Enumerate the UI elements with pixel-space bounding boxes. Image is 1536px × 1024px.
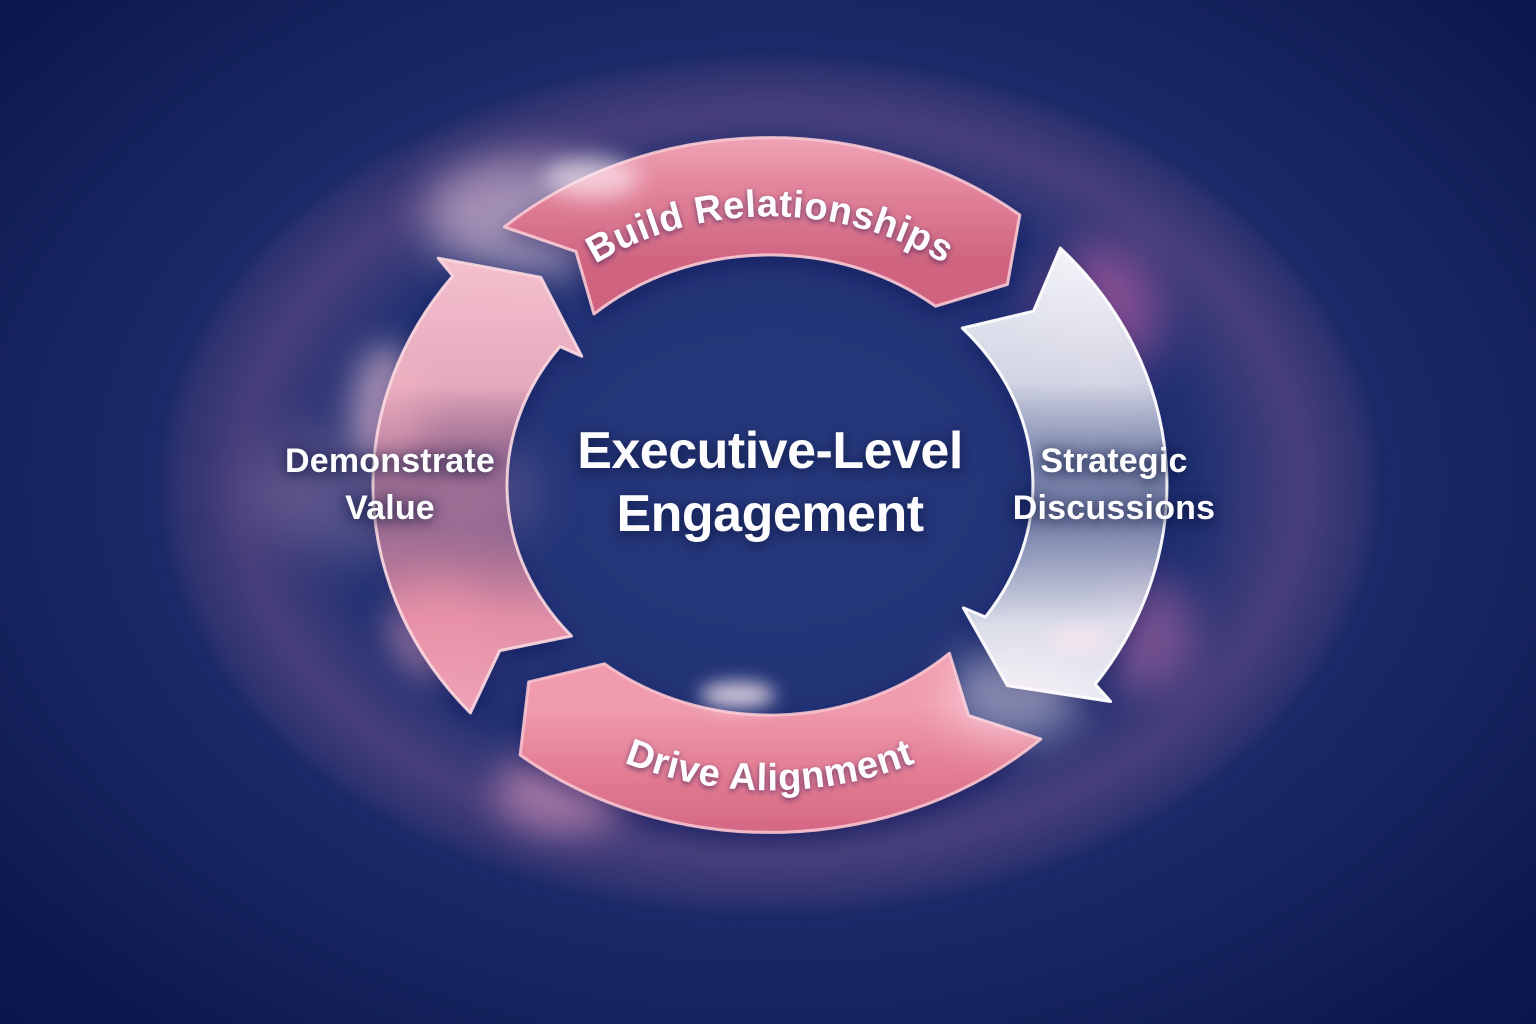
segment-arrow-right — [960, 246, 1169, 703]
segment-arrow-left — [371, 256, 584, 715]
segment-arrow-bottom — [518, 651, 1043, 834]
